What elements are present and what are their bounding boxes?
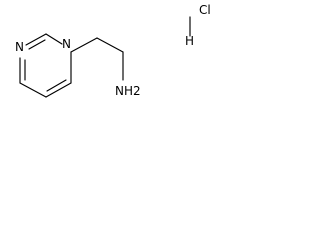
bond-n1-c2 [25, 33, 47, 46]
bond-c4-ca [70, 37, 98, 53]
bond-c5-c6 [19, 82, 47, 98]
bond-ca-ch3 [96, 37, 124, 53]
pyrimidine-ring [19, 33, 72, 98]
bond-c4-c5 [45, 82, 72, 98]
ring-nitrogen-left: N [15, 40, 24, 54]
chlorine-label: Cl [199, 3, 211, 17]
bond-c4-c5-inner [46, 79, 67, 92]
amine-label: NH2 [115, 84, 141, 98]
chemical-structure-diagram: N N NH2 Cl H [15, 3, 211, 98]
bond-n1-c2-inner [28, 39, 46, 50]
ring-nitrogen-top: N [62, 37, 71, 51]
hydrogen-label: H [185, 34, 194, 48]
ethylamine-chain [70, 37, 124, 81]
bond-c2-n3 [45, 33, 63, 45]
